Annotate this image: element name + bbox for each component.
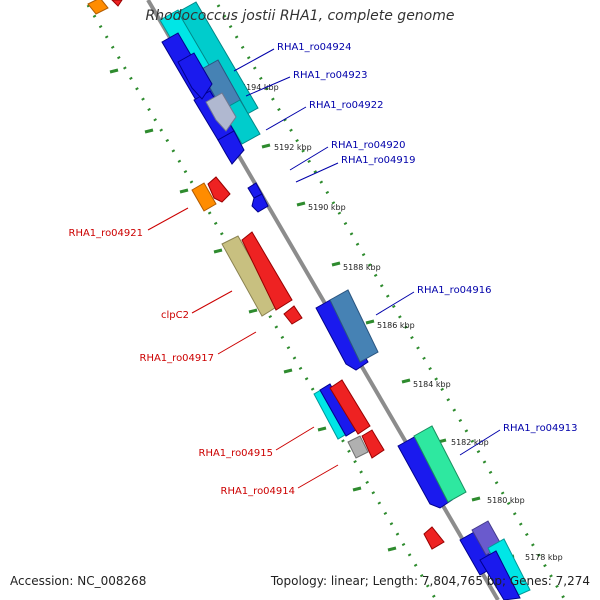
- gene-arrow[interactable]: [397, 435, 453, 509]
- gene-label-ro04923[interactable]: RHA1_ro04923: [293, 70, 368, 81]
- gene-arrow[interactable]: [241, 231, 293, 311]
- gene-label-ro04915[interactable]: RHA1_ro04915: [199, 448, 274, 459]
- topology-text: Topology: linear; Length: 7,804,765 bp; …: [270, 574, 590, 588]
- tick-mark: [352, 486, 362, 492]
- gene-label-ro04919[interactable]: RHA1_ro04919: [341, 155, 416, 166]
- gene-arrow[interactable]: [479, 550, 521, 600]
- gene-arrow[interactable]: [207, 176, 231, 203]
- leader-line: [147, 207, 189, 231]
- leader-line: [265, 106, 307, 131]
- tick-mark: [283, 368, 293, 374]
- gene-label-ro04913[interactable]: RHA1_ro04913: [503, 423, 578, 434]
- tick-mark: [144, 128, 154, 134]
- leader-line: [375, 291, 415, 316]
- gene-arrow[interactable]: [251, 193, 269, 213]
- leader-line: [289, 146, 329, 171]
- leader-line: [245, 76, 291, 97]
- gene-arrow[interactable]: [205, 92, 237, 132]
- gene-label-ro04914[interactable]: RHA1_ro04914: [221, 486, 296, 497]
- leader-line: [233, 48, 275, 72]
- tick-mark: [109, 68, 119, 74]
- gene-label-ro04924[interactable]: RHA1_ro04924: [277, 42, 352, 53]
- tick-label-5184: 5184 kbp: [413, 380, 451, 389]
- accession-text: Accession: NC_008268: [10, 574, 147, 588]
- gene-arrow[interactable]: [283, 305, 303, 325]
- gene-arrow[interactable]: [361, 429, 385, 459]
- leader-line: [459, 429, 501, 456]
- tick-mark: [248, 308, 258, 314]
- tick-label-5178: 5178 kbp: [525, 553, 563, 562]
- leader-line: [275, 426, 315, 451]
- tick-mark: [179, 188, 189, 194]
- tick-label-5188: 5188 kbp: [343, 263, 381, 272]
- gene-arrow[interactable]: [217, 130, 245, 165]
- tick-mark: [213, 248, 223, 254]
- tick-label-5182: 5182 kbp: [451, 438, 489, 447]
- tick-mark: [387, 546, 397, 552]
- gene-arrow[interactable]: [347, 435, 369, 459]
- gene-arrow[interactable]: [329, 379, 371, 435]
- tick-label-5180: 5180 kbp: [487, 496, 525, 505]
- leader-line: [297, 464, 339, 489]
- gene-label-ro04922[interactable]: RHA1_ro04922: [309, 100, 384, 111]
- gene-label-ro04916[interactable]: RHA1_ro04916: [417, 285, 492, 296]
- tick-label-5190: 5190 kbp: [308, 203, 346, 212]
- major-ticks: [109, 68, 515, 560]
- tick-label-5192: 5192 kbp: [274, 143, 312, 152]
- gene-arrow[interactable]: [87, 0, 109, 15]
- tick-mark: [331, 261, 341, 267]
- gene-arrow[interactable]: [111, 0, 123, 7]
- leader-line: [217, 331, 257, 355]
- tick-mark: [261, 143, 271, 149]
- leader-lines-forward: [233, 48, 501, 456]
- gene-arrow[interactable]: [423, 526, 445, 550]
- tick-mark: [365, 319, 375, 325]
- leader-line: [191, 290, 233, 314]
- map-title: Rhodococcus jostii RHA1, complete genome: [145, 8, 455, 24]
- gene-arrow[interactable]: [413, 425, 467, 503]
- tick-label-5186: 5186 kbp: [377, 321, 415, 330]
- gene-label-ro04920[interactable]: RHA1_ro04920: [331, 140, 406, 151]
- gene-arrow[interactable]: [191, 182, 217, 212]
- gene-arrow[interactable]: [329, 289, 379, 363]
- gene-label-ro04917[interactable]: RHA1_ro04917: [140, 353, 215, 364]
- gene-label-ro04921[interactable]: RHA1_ro04921: [69, 228, 144, 239]
- leader-lines-reverse: [147, 207, 339, 489]
- tick-mark: [317, 426, 327, 432]
- tick-mark: [296, 201, 306, 207]
- leader-line: [295, 162, 339, 183]
- gene-arrow[interactable]: [177, 52, 213, 100]
- tick-label-5194: 5194 kbp: [241, 83, 279, 92]
- tick-mark: [471, 496, 481, 502]
- gene-label-clpC2[interactable]: clpC2: [161, 310, 189, 321]
- tick-mark: [401, 378, 411, 384]
